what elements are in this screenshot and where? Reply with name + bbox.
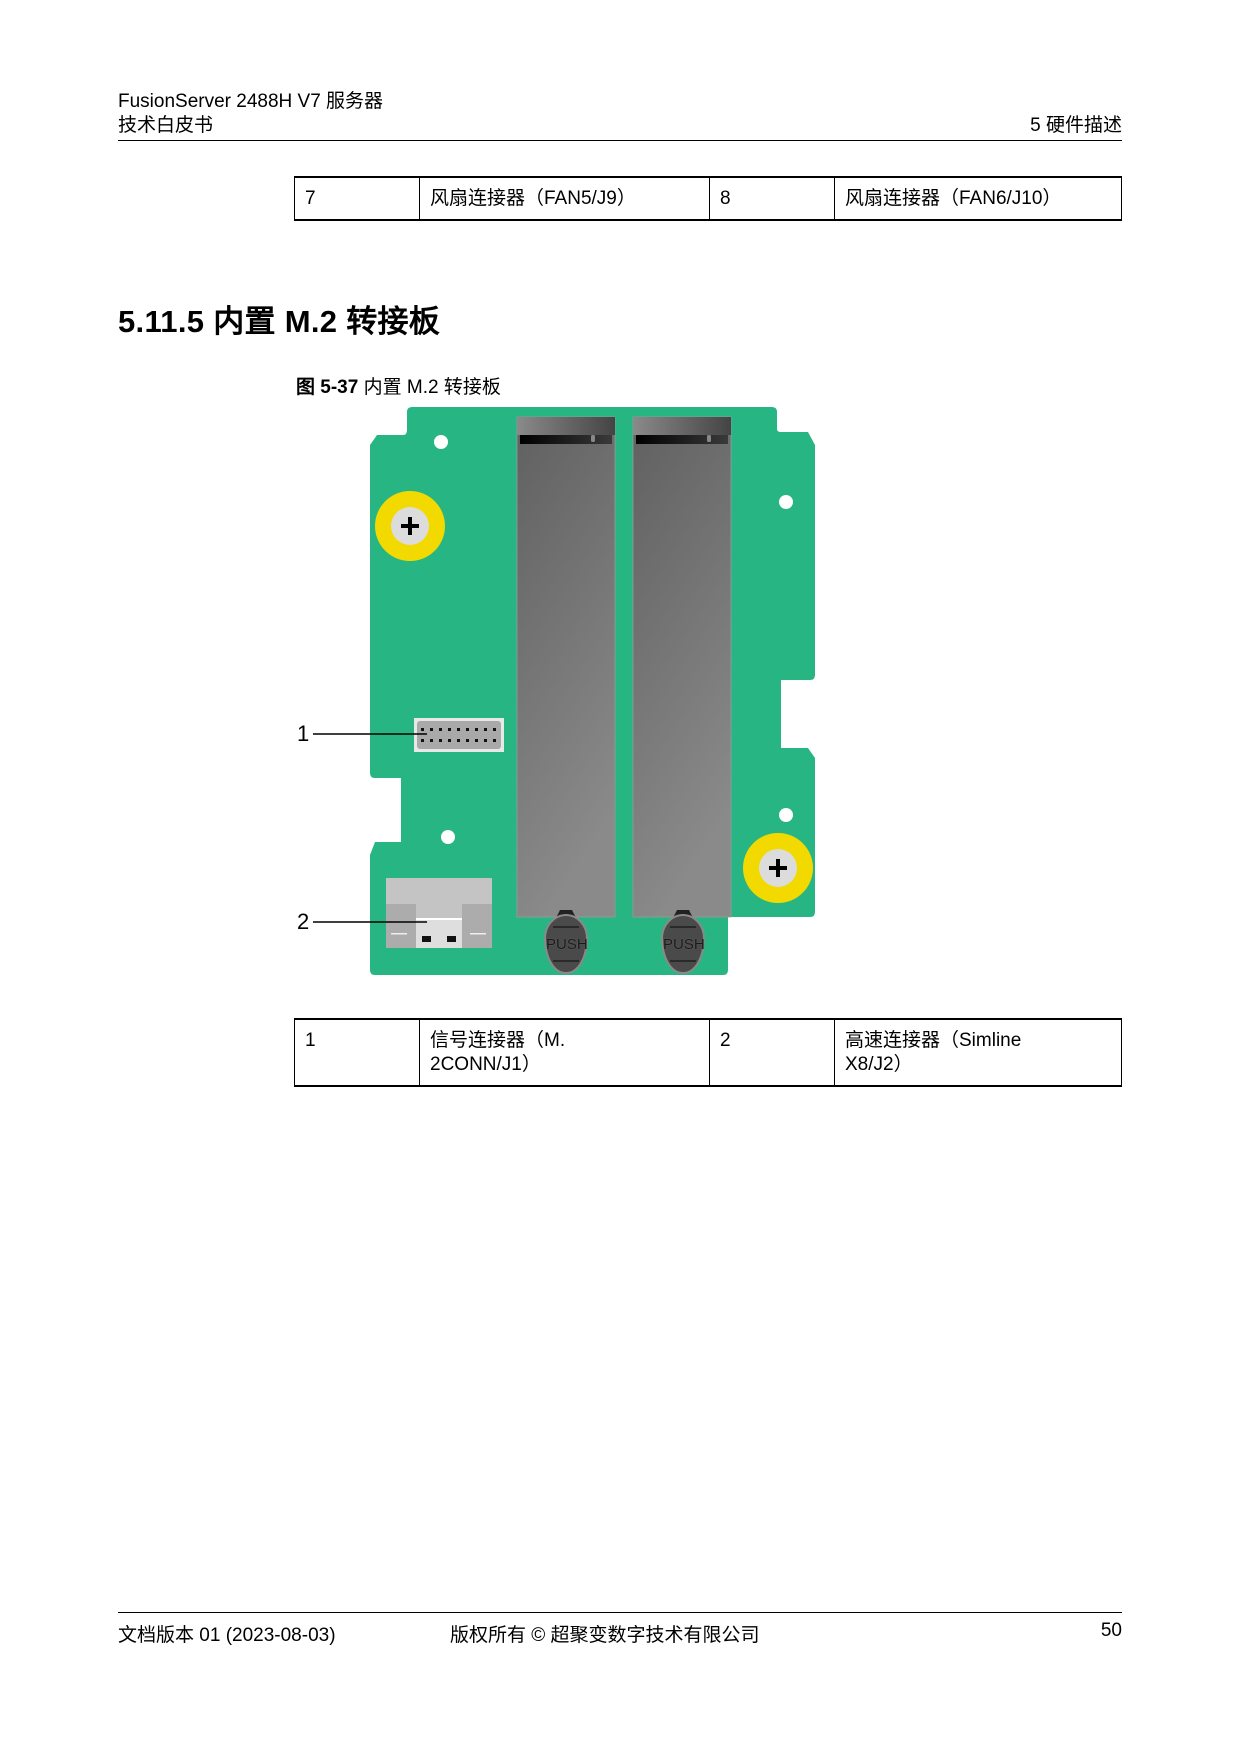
- table-cell-num: 1: [294, 1018, 420, 1087]
- section-heading: 5.11.5 内置 M.2 转接板: [118, 304, 441, 339]
- push-label: PUSH: [663, 936, 705, 953]
- table-cell-num: 2: [709, 1018, 835, 1087]
- desc-line: 信号连接器（M.: [430, 1030, 566, 1051]
- desc-line: 2CONN/J1）: [430, 1054, 541, 1075]
- latch-ridge: [670, 960, 696, 962]
- desc-line: X8/J2）: [845, 1054, 913, 1075]
- callout-1: 1: [297, 721, 310, 746]
- latch-ridge: [670, 926, 696, 928]
- table-cell-desc: 风扇连接器（FAN5/J9）: [419, 176, 710, 221]
- footer-copyright: 版权所有 © 超聚变数字技术有限公司: [450, 1625, 760, 1646]
- table-cell-num: 8: [709, 176, 835, 221]
- header-chapter: 5 硬件描述: [1030, 115, 1122, 136]
- latch-ridge: [553, 926, 579, 928]
- push-label: PUSH: [546, 936, 588, 953]
- callout-2: 2: [297, 909, 310, 934]
- header-doc-type: 技术白皮书: [118, 115, 214, 136]
- figure-caption-text: 内置 M.2 转接板: [358, 377, 501, 398]
- latch-ridge: [553, 960, 579, 962]
- footer-rule: [118, 1612, 1122, 1613]
- footer-version: 文档版本 01 (2023-08-03): [118, 1625, 336, 1646]
- push-latch-1: PUSH: [544, 914, 588, 974]
- table-row: 7 风扇连接器（FAN5/J9） 8 风扇连接器（FAN6/J10）: [294, 176, 1122, 221]
- figure-caption-label: 图 5-37: [296, 377, 359, 398]
- header-rule: [118, 140, 1122, 141]
- fan-connector-table: 7 风扇连接器（FAN5/J9） 8 风扇连接器（FAN6/J10）: [294, 176, 1122, 221]
- table-cell-num: 7: [294, 176, 420, 221]
- header-product: FusionServer 2488H V7 服务器: [118, 91, 384, 112]
- figure-caption: 图 5-37 内置 M.2 转接板: [296, 372, 501, 399]
- footer-page-number: 50: [1100, 1620, 1122, 1641]
- table-cell-desc: 风扇连接器（FAN6/J10）: [834, 176, 1122, 221]
- table-cell-desc: 信号连接器（M. 2CONN/J1）: [419, 1018, 710, 1087]
- desc-line: 高速连接器（Simline: [845, 1030, 1022, 1051]
- push-latch-2: PUSH: [661, 914, 705, 974]
